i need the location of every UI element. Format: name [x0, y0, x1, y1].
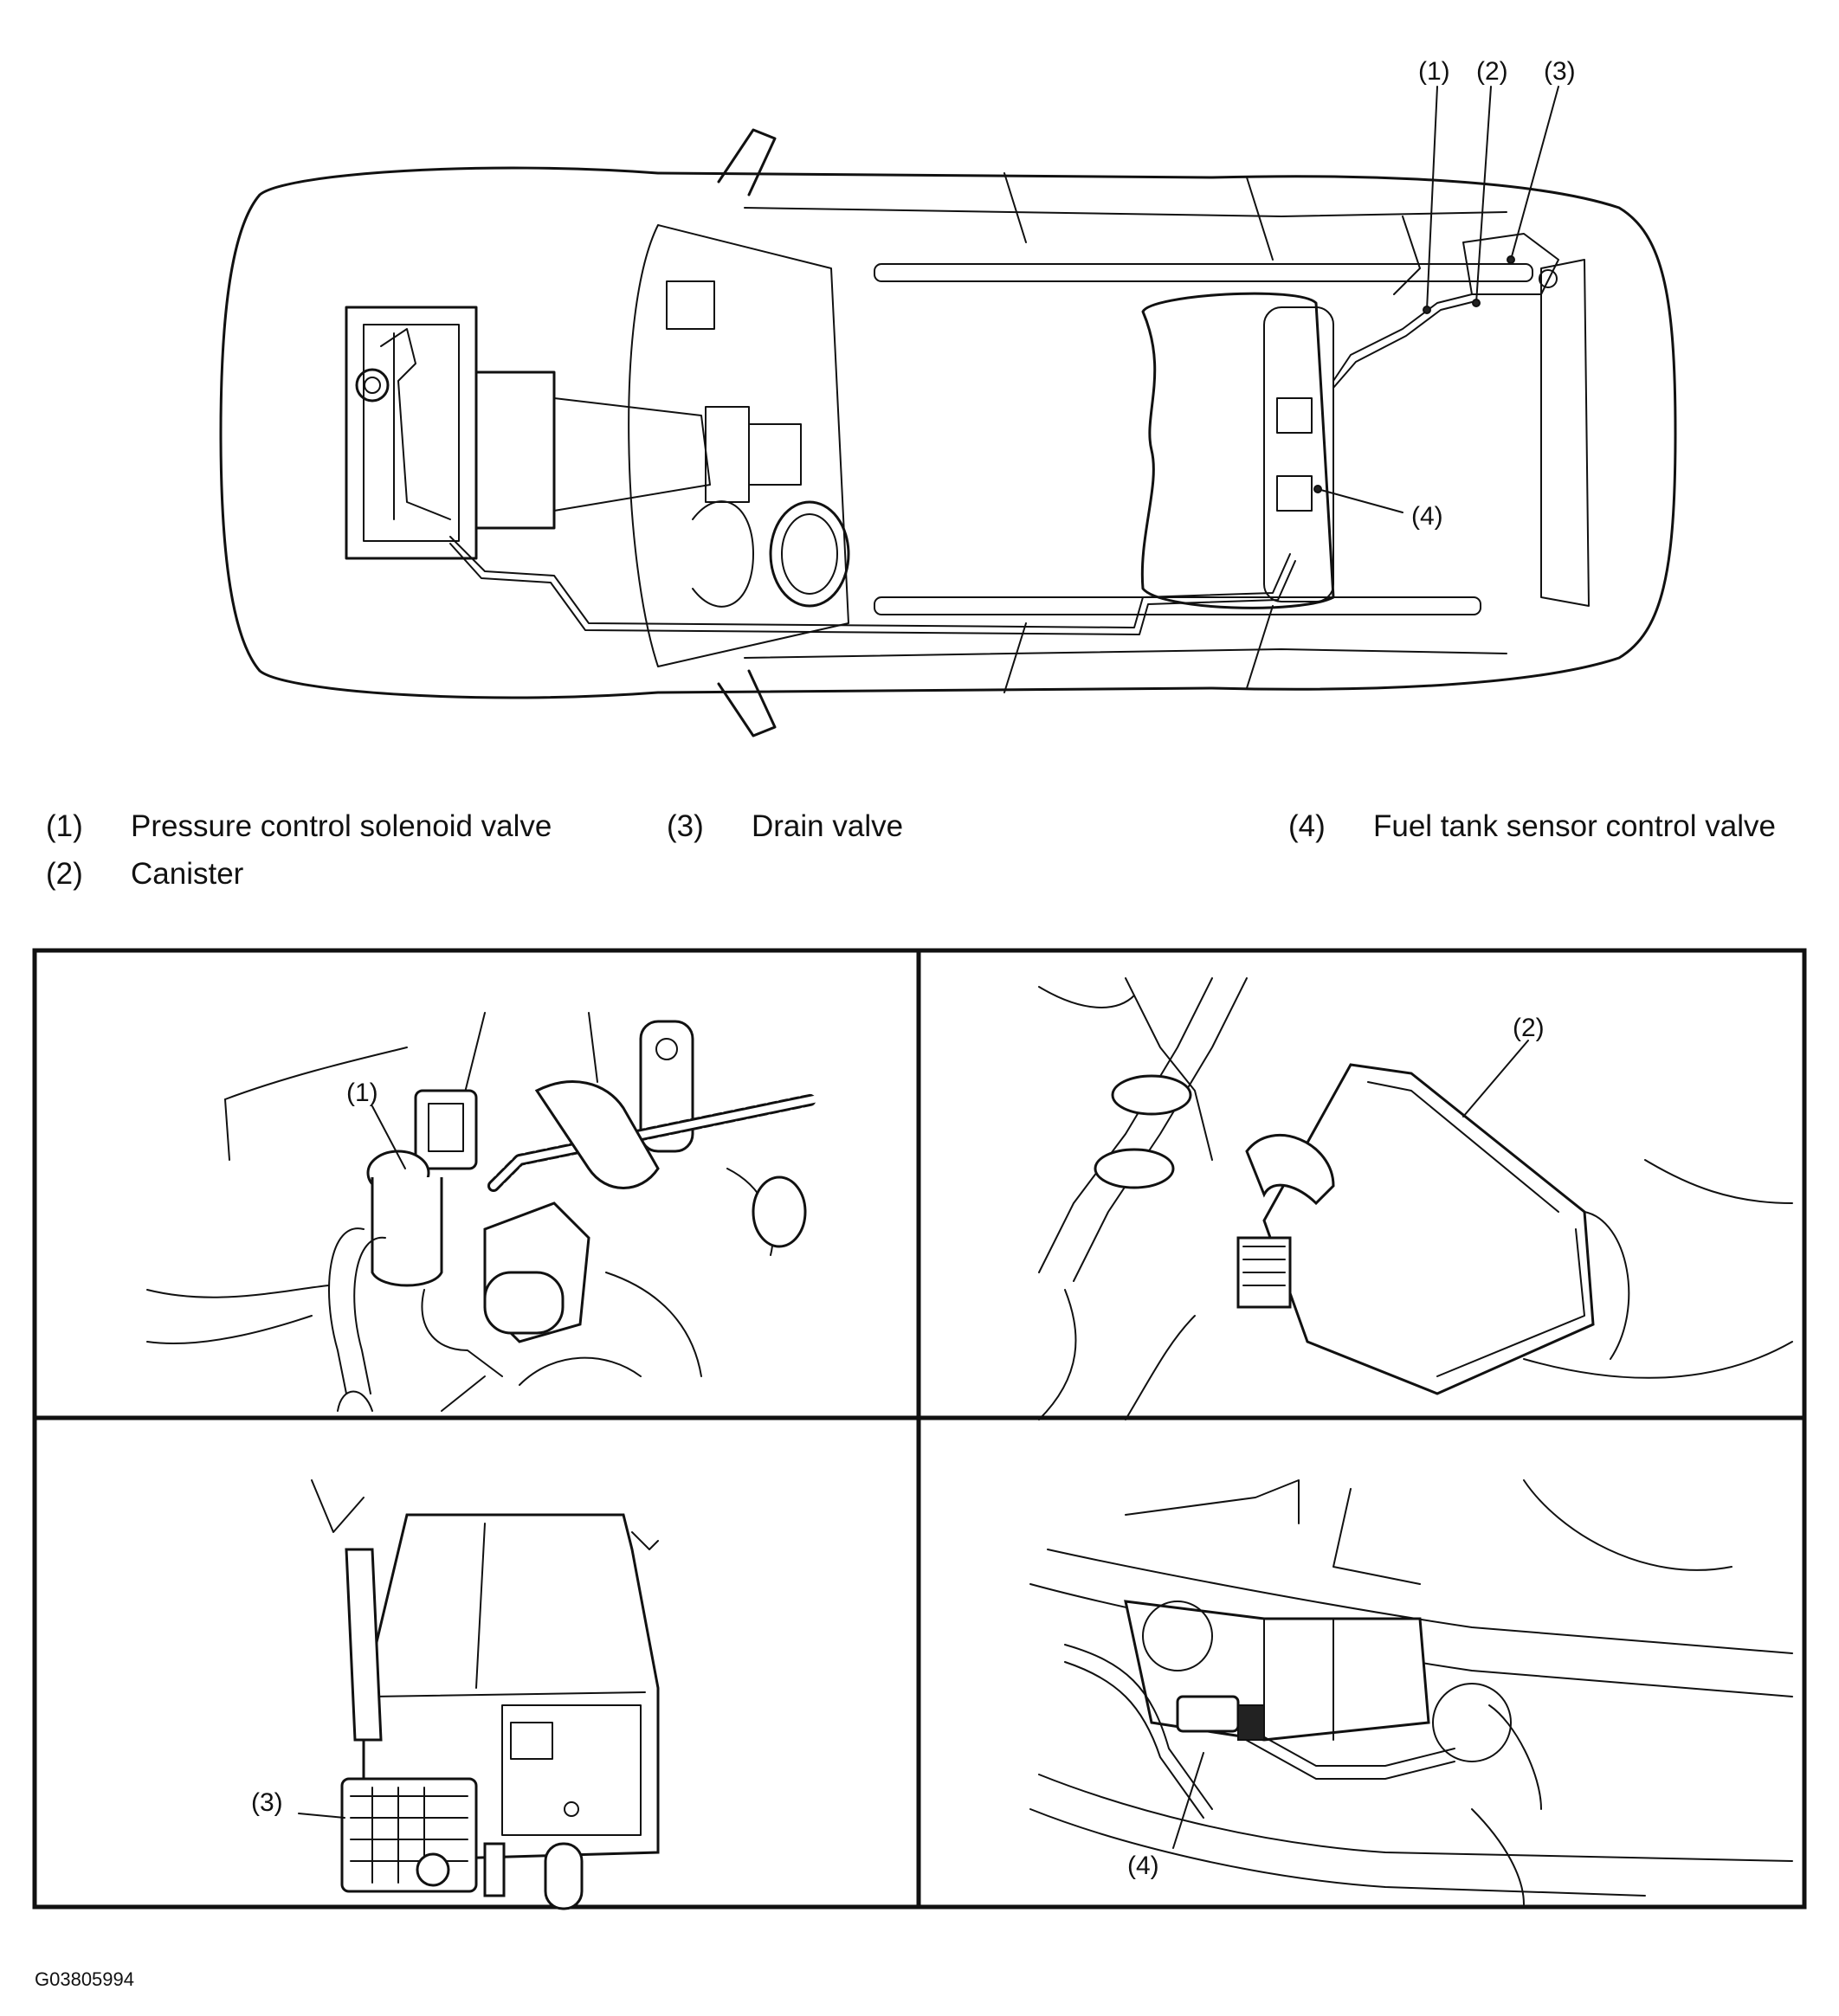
legend-text: Pressure control solenoid valve: [131, 809, 552, 843]
roof-line-top: [744, 207, 1507, 217]
side-rail-bottom: [874, 596, 1481, 615]
right-mirror: [717, 669, 777, 737]
roof-line-bottom: [744, 648, 1507, 659]
fuel-tank-sensor-unit: [1263, 306, 1334, 602]
detail-panels-grid: (1) (2): [32, 948, 1807, 1910]
callout-3: (3): [1544, 57, 1576, 86]
engine-assembly: [345, 306, 802, 560]
legend-number: (1): [46, 809, 83, 843]
side-rail-top: [874, 263, 1533, 282]
callout-leader-3: [1510, 86, 1559, 261]
canister-area: [1393, 216, 1559, 295]
fuel-tank: [1140, 292, 1335, 609]
evap-line: [1332, 300, 1476, 389]
panel-drain-valve: (3): [251, 1479, 660, 1910]
evap-line: [449, 543, 1296, 635]
panel-4-callout: (4): [1127, 1852, 1159, 1880]
rear-differential: [692, 500, 850, 608]
legend-number: (3): [667, 809, 704, 843]
door-line: [1246, 177, 1274, 261]
panel-2-callout: (2): [1513, 1014, 1545, 1042]
vehicle-overview-diagram: (1) (2) (3) (4): [219, 57, 1677, 737]
door-line: [1246, 605, 1274, 689]
floor-square: [666, 280, 715, 330]
legend-text: Drain valve: [752, 809, 904, 843]
callout-2: (2): [1476, 57, 1508, 86]
panel-3-callout: (3): [251, 1788, 283, 1817]
legend-number: (2): [46, 857, 83, 891]
figure-id: G03805994: [35, 1968, 134, 1990]
callout-4: (4): [1411, 502, 1443, 531]
car-body-outline: [219, 166, 1677, 699]
callout-1: (1): [1418, 57, 1450, 86]
panel-pressure-control-solenoid-valve: (1): [146, 1012, 820, 1412]
callout-leader-2: [1475, 86, 1492, 304]
legend-number: (4): [1288, 809, 1326, 843]
panel-canister: (2): [1038, 977, 1793, 1420]
rear-window: [1540, 259, 1590, 607]
floor-panel: [628, 224, 849, 667]
legend-text: Fuel tank sensor control valve: [1373, 809, 1776, 843]
evap-line: [449, 536, 1291, 628]
callout-leader-4: [1317, 488, 1403, 513]
door-line: [1003, 172, 1027, 243]
legend-text: Canister: [131, 857, 244, 891]
callout-leader-1: [1426, 86, 1438, 311]
left-mirror: [717, 128, 777, 196]
panel-1-callout: (1): [346, 1079, 378, 1107]
panel-fuel-tank-sensor-control-valve: (4): [1029, 1479, 1793, 1905]
door-line: [1003, 622, 1027, 693]
evap-line: [1332, 293, 1473, 382]
